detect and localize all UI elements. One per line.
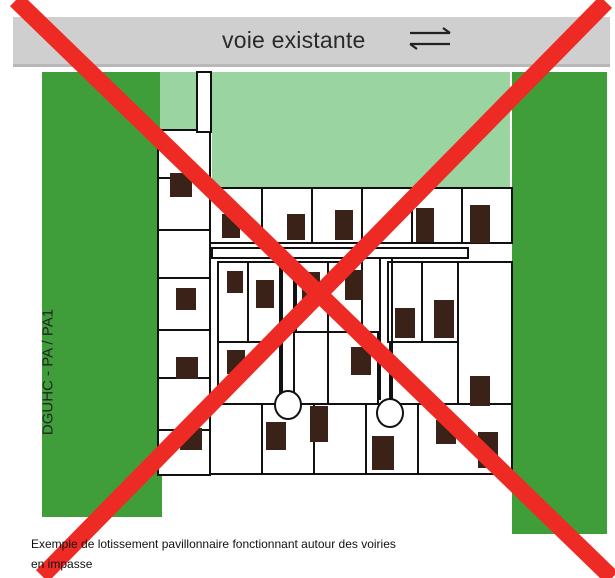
road-edge — [13, 64, 610, 67]
side-code-label: DGUHC - PA / PA1 — [39, 308, 57, 436]
green-space-top — [212, 72, 510, 190]
caption-line-1: Exemple de lotissement pavillonnaire fon… — [31, 537, 396, 551]
green-belt-right — [512, 72, 607, 534]
green-belt-left — [42, 72, 162, 517]
two-way-arrows-icon — [409, 27, 451, 50]
red-cross-icon — [9, 0, 615, 578]
road-label: voie existante — [222, 27, 366, 53]
caption-line-2: en impasse — [31, 557, 93, 571]
existing-road — [13, 17, 610, 65]
figure-caption: Exemple de lotissement pavillonnaire fon… — [31, 534, 531, 574]
